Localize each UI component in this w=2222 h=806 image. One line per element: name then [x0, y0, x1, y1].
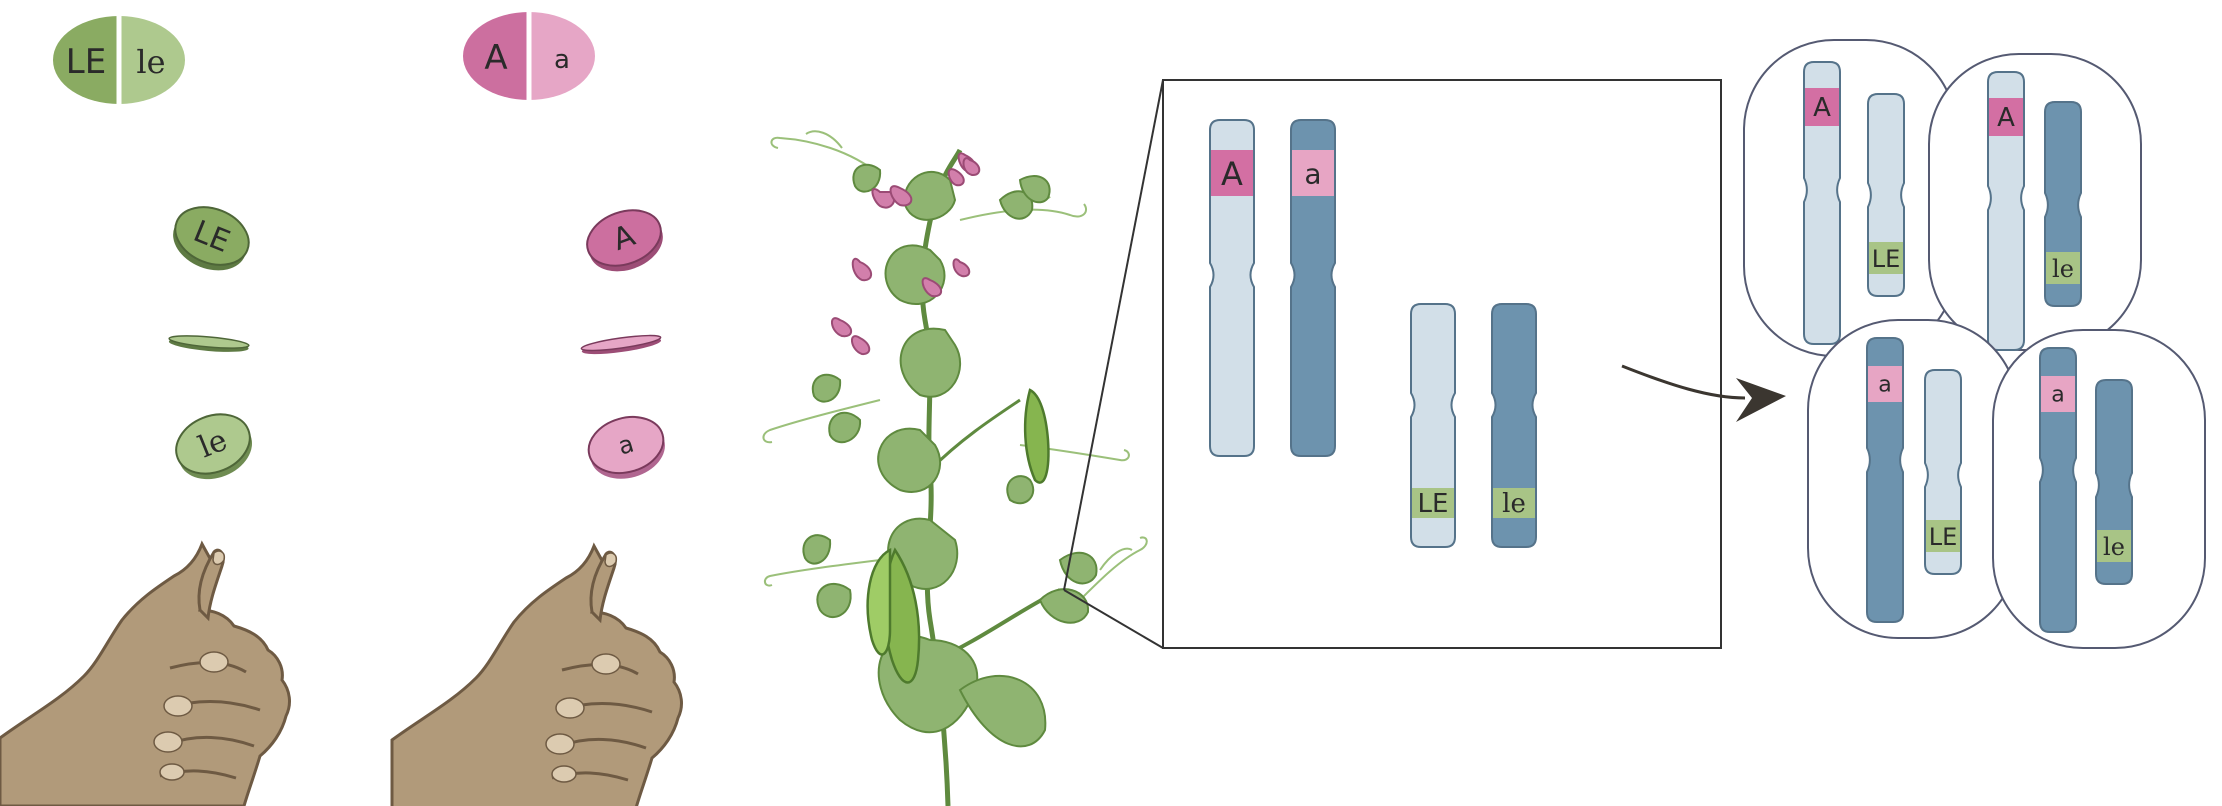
- allele-band: [1292, 150, 1334, 196]
- coin-edge: [168, 335, 250, 352]
- cell-outline: [1928, 53, 2142, 351]
- allele-band: [2046, 252, 2080, 284]
- allele-label: a: [2051, 383, 2064, 408]
- badge-right-label: le: [136, 43, 165, 81]
- gamete-short-chromosome: le: [2044, 101, 2082, 307]
- gamete-gamete-a-le: a le: [1992, 329, 2206, 649]
- allele-band: [1493, 488, 1535, 518]
- gamete-long-chromosome: A: [1803, 61, 1841, 345]
- pea-pod: [1023, 388, 1050, 484]
- allele-label: LE: [1872, 245, 1901, 273]
- gamete-gamete-a-LE: aLE: [1807, 319, 2019, 639]
- gamete-long-chromosome: a: [2039, 347, 2077, 633]
- allele-label: le: [2052, 255, 2074, 283]
- badge-right-label: a: [554, 45, 570, 75]
- allele-label: A: [1997, 103, 2015, 133]
- pea-plant-illustration: [762, 130, 1148, 806]
- allele-band: [1868, 366, 1902, 402]
- chromosome-chrom-a: a: [1290, 119, 1336, 457]
- allele-band: [1926, 520, 1960, 552]
- allele-label: A: [1221, 155, 1243, 193]
- allele-band: [2097, 530, 2131, 562]
- pea-flowers: [831, 152, 981, 356]
- gamete-short-chromosome: LE: [1924, 369, 1962, 575]
- badge-left-label: A: [484, 38, 507, 78]
- allele-band: [2041, 376, 2075, 412]
- allele-badge-le: LE le: [53, 14, 185, 106]
- allele-label: a: [1878, 373, 1891, 398]
- cell-outline: [1743, 39, 1957, 357]
- gamete-long-chromosome: A: [1987, 71, 2025, 351]
- coin-pair-le: LE le LE le: [0, 14, 291, 806]
- thumb-hand-right: [390, 542, 683, 806]
- gamete-short-chromosome: LE: [1867, 93, 1905, 297]
- cell-outline: [1807, 319, 2019, 639]
- allele-band: [1211, 150, 1253, 196]
- coin-edge: [580, 334, 662, 355]
- gamete-gamete-A-LE: A LE: [1743, 39, 1957, 357]
- coin-pair-a: A a A a: [390, 10, 683, 806]
- allele-band: [1805, 88, 1839, 126]
- coin-bottom: le: [175, 413, 253, 480]
- gamete-short-chromosome: le: [2095, 379, 2133, 585]
- pea-pods: [866, 388, 1050, 684]
- allele-label: a: [1304, 158, 1321, 191]
- plant-leaves: [802, 163, 1098, 748]
- coin-top: LE: [173, 206, 250, 271]
- meiosis-arrow: [1621, 364, 1786, 422]
- allele-label: le: [1502, 489, 1526, 519]
- gamete-gamete-A-le: Ale: [1928, 53, 2142, 351]
- gamete-long-chromosome: a: [1866, 337, 1904, 623]
- allele-band: [1989, 98, 2023, 136]
- allele-label: LE: [1929, 523, 1958, 551]
- thumb-hand-left: [0, 540, 291, 806]
- allele-label: A: [1813, 93, 1831, 123]
- badge-left-label: LE: [66, 42, 106, 82]
- pea-pod: [866, 547, 892, 656]
- allele-label: le: [2103, 533, 2125, 561]
- chromosome-chrom-A: A: [1209, 119, 1255, 457]
- chromosome-chrom-LE: LE: [1410, 303, 1456, 548]
- chromosome-chrom-le: le: [1491, 303, 1537, 548]
- allele-label: LE: [1418, 489, 1449, 519]
- plant-tendrils: [762, 130, 1148, 601]
- side-stem: [928, 398, 1021, 472]
- allele-band: [1869, 242, 1903, 274]
- coin-bottom: a: [587, 416, 665, 479]
- coin-top: A: [586, 209, 663, 272]
- allele-band: [1412, 488, 1454, 518]
- allele-badge-a: A a: [463, 10, 595, 102]
